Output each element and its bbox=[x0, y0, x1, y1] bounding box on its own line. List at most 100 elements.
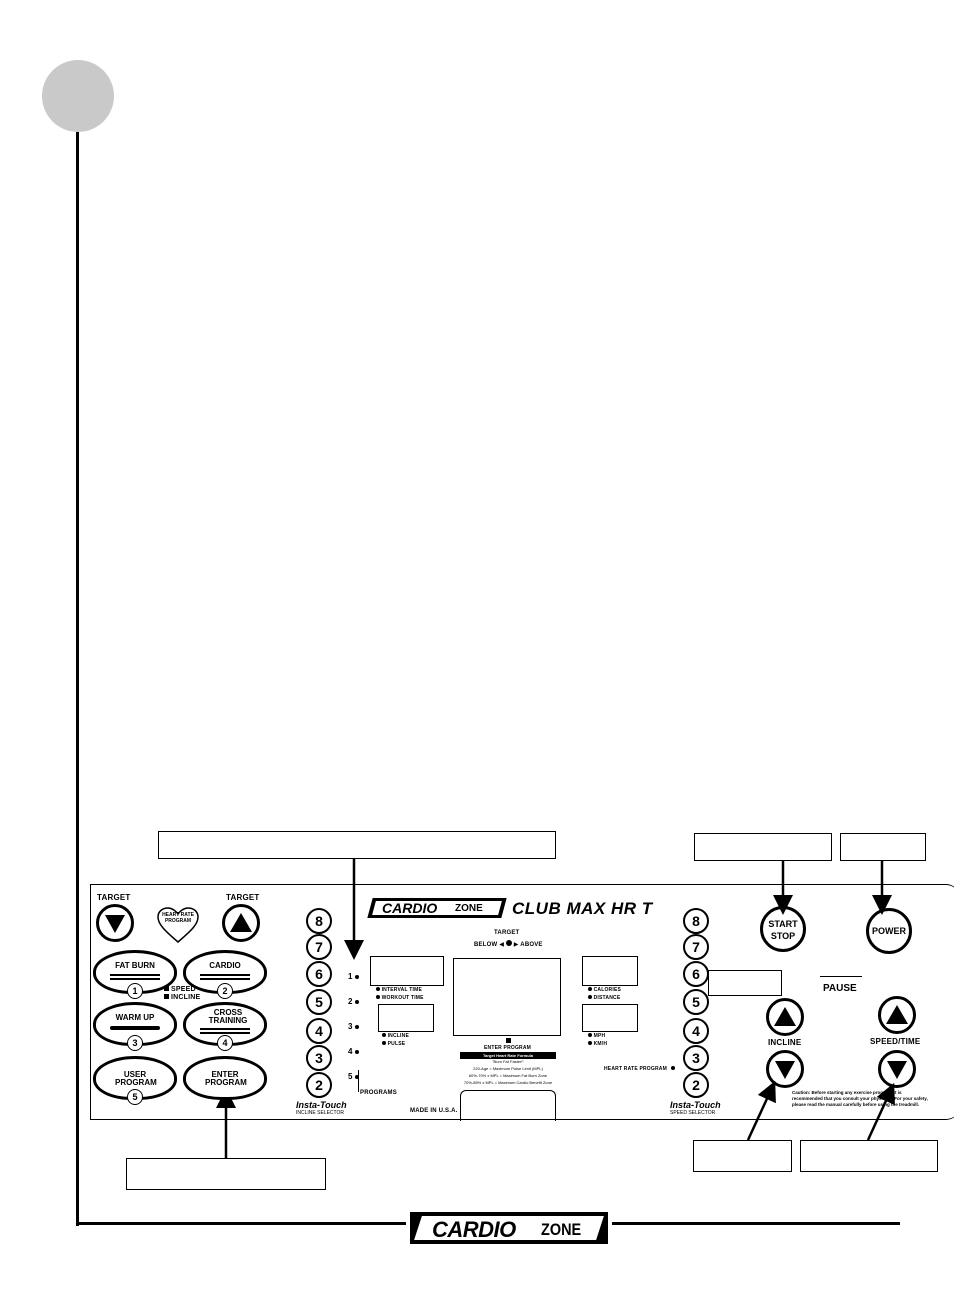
enter-program-button[interactable]: ENTER PROGRAM bbox=[183, 1056, 267, 1100]
mph-label: MPH bbox=[593, 1033, 606, 1039]
target-up-label: TARGET bbox=[226, 893, 260, 902]
program-indicator-2: 2 bbox=[348, 997, 353, 1006]
program-indicators: 1 2 3 4 5 bbox=[348, 964, 360, 1089]
cardio-button[interactable]: CARDIO 2 bbox=[183, 950, 267, 999]
enter-program-label: ENTER PROGRAM bbox=[205, 1070, 247, 1087]
heart-rate-program-label: HEART RATE PROGRAM bbox=[162, 912, 194, 924]
target-up-button[interactable] bbox=[222, 904, 260, 942]
speed-time-button-label: SPEED/TIME bbox=[870, 1037, 921, 1046]
insta-touch-right-label: Insta-Touch bbox=[670, 1100, 721, 1110]
power-button[interactable]: POWER bbox=[866, 908, 912, 954]
cardio-number: 2 bbox=[217, 983, 233, 999]
target-indicator-label: TARGET bbox=[494, 930, 520, 936]
footer-logo: CARDIO ZONE bbox=[410, 1212, 608, 1244]
target-down-label: TARGET bbox=[97, 893, 131, 902]
page-tab-circle bbox=[42, 60, 114, 132]
speed-units-labels: MPH KM/H bbox=[588, 1032, 607, 1048]
incline-2-button[interactable]: 2 bbox=[306, 1072, 332, 1098]
warm-up-number: 3 bbox=[127, 1035, 143, 1051]
incline-selector-label: INCLINE SELECTOR bbox=[296, 1110, 344, 1116]
program-indicator-1: 1 bbox=[348, 972, 353, 981]
incline-3-button[interactable]: 3 bbox=[306, 1045, 332, 1071]
made-in-label: MADE IN U.S.A. bbox=[410, 1108, 458, 1114]
time-display-labels: INTERVAL TIME WORKOUT TIME bbox=[376, 986, 424, 1002]
page-frame-bottom-line-left bbox=[76, 1222, 406, 1225]
incline-display-label: INCLINE bbox=[387, 1033, 409, 1039]
incline-5-button[interactable]: 5 bbox=[306, 989, 332, 1015]
incline-up-button[interactable] bbox=[766, 998, 804, 1036]
speed-4-button[interactable]: 4 bbox=[683, 1018, 709, 1044]
page-frame-bottom-line-right bbox=[612, 1222, 900, 1225]
callout-box-incline bbox=[693, 1140, 792, 1172]
speed-incline-legend: SPEED INCLINE bbox=[164, 986, 200, 1002]
incline-pulse-display bbox=[378, 1004, 434, 1032]
formula-block: "Burn Fat Faster!" 220-Age = Maximum Pul… bbox=[460, 1058, 556, 1086]
start-label: START bbox=[768, 919, 798, 929]
kmh-label: KM/H bbox=[593, 1041, 608, 1047]
enter-program-indicator bbox=[506, 1038, 511, 1043]
cross-training-button[interactable]: CROSS TRAINING 4 bbox=[183, 1002, 267, 1051]
speed-3-button[interactable]: 3 bbox=[683, 1045, 709, 1071]
program-indicator-5: 5 bbox=[348, 1072, 353, 1081]
callout-box-enter-program bbox=[126, 1158, 326, 1190]
user-program-button[interactable]: USER PROGRAM 5 bbox=[93, 1056, 177, 1105]
program-indicator-4: 4 bbox=[348, 1047, 353, 1056]
incline-4-button[interactable]: 4 bbox=[306, 1018, 332, 1044]
calories-distance-display bbox=[582, 956, 638, 986]
fat-burn-button[interactable]: FAT BURN 1 bbox=[93, 950, 177, 999]
fat-burn-number: 1 bbox=[127, 983, 143, 999]
programs-label: PROGRAMS bbox=[360, 1090, 397, 1096]
speed-7-button[interactable]: 7 bbox=[683, 934, 709, 960]
heart-rate-sensor-cutout bbox=[460, 1090, 556, 1121]
below-label: BELOW bbox=[474, 942, 498, 948]
callout-box-displays bbox=[158, 831, 556, 859]
formula-subtitle: "Burn Fat Faster!" bbox=[492, 1059, 524, 1064]
legend-speed: SPEED bbox=[171, 986, 196, 993]
console-model-name: CLUB MAX HR T bbox=[512, 899, 653, 918]
above-label: ABOVE bbox=[520, 942, 543, 948]
user-program-label: USER PROGRAM bbox=[115, 1070, 157, 1087]
start-stop-button[interactable]: START STOP bbox=[760, 906, 806, 952]
warm-up-label: WARM UP bbox=[115, 1013, 155, 1022]
callout-box-start-stop bbox=[694, 833, 832, 861]
pause-line bbox=[820, 976, 862, 977]
target-down-button[interactable] bbox=[96, 904, 134, 942]
cross-training-label: CROSS TRAINING bbox=[208, 1008, 248, 1025]
speed-5-button[interactable]: 5 bbox=[683, 989, 709, 1015]
calories-distance-labels: CALORIES DISTANCE bbox=[588, 986, 621, 1002]
speed-2-button[interactable]: 2 bbox=[683, 1072, 709, 1098]
fat-burn-label: FAT BURN bbox=[115, 961, 155, 970]
program-indicator-3: 3 bbox=[348, 1022, 353, 1031]
formula-line-3: 70%-85% x MPL = Maximum Cardio Benefit Z… bbox=[463, 1080, 553, 1085]
programs-bracket-line bbox=[358, 1070, 359, 1092]
calories-label: CALORIES bbox=[593, 987, 622, 993]
stop-label: STOP bbox=[770, 931, 796, 941]
page-frame-vertical-line bbox=[76, 132, 79, 1226]
speed-8-button[interactable]: 8 bbox=[683, 908, 709, 934]
speed-6-button[interactable]: 6 bbox=[683, 961, 709, 987]
caution-text: Caution: Before starting any exercise pr… bbox=[792, 1090, 928, 1107]
program-profile-display bbox=[453, 958, 561, 1036]
speed-up-button[interactable] bbox=[878, 996, 916, 1034]
incline-8-button[interactable]: 8 bbox=[306, 908, 332, 934]
cross-training-number: 4 bbox=[217, 1035, 233, 1051]
incline-6-button[interactable]: 6 bbox=[306, 961, 332, 987]
power-label: POWER bbox=[871, 926, 906, 936]
user-program-number: 5 bbox=[127, 1089, 143, 1105]
pulse-display-label: PULSE bbox=[387, 1041, 406, 1047]
target-below-label: BELOW ◀ ▶ ABOVE bbox=[474, 940, 543, 948]
warm-up-button[interactable]: WARM UP 3 bbox=[93, 1002, 177, 1051]
heart-icon bbox=[157, 907, 199, 943]
enter-program-indicator-label: ENTER PROGRAM bbox=[484, 1045, 532, 1051]
callout-box-speed-time bbox=[800, 1140, 938, 1172]
speed-display bbox=[582, 1004, 638, 1032]
incline-7-button[interactable]: 7 bbox=[306, 934, 332, 960]
distance-label: DISTANCE bbox=[593, 995, 621, 1001]
heart-rate-program-indicator: HEART RATE PROGRAM bbox=[604, 1066, 675, 1072]
formula-line-1: 220-Age = Maximum Pulse Limit (MPL) bbox=[473, 1066, 543, 1071]
incline-pulse-labels: INCLINE PULSE bbox=[382, 1032, 409, 1048]
footer-logo-brand: CARDIO bbox=[432, 1217, 516, 1242]
speed-down-button[interactable] bbox=[878, 1050, 916, 1088]
incline-down-button[interactable] bbox=[766, 1050, 804, 1088]
